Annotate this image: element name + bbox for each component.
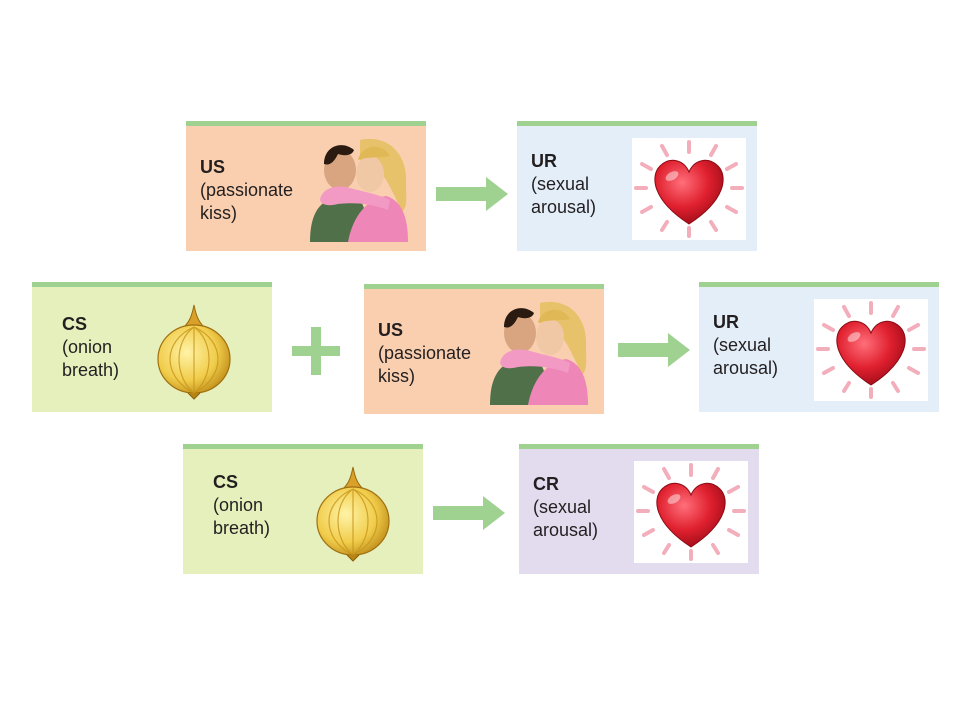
row2-ur-box: UR (sexual arousal)	[699, 282, 939, 412]
row2-us-term: US	[378, 320, 404, 340]
row1-ur-term: UR	[531, 151, 557, 171]
row1-heart-card	[632, 138, 746, 240]
row2-us-box: US (passionate kiss)	[364, 284, 604, 414]
row3-cr-box: CR (sexual arousal)	[519, 444, 759, 574]
row3-cr-term: CR	[533, 474, 559, 494]
row1-ur-box: UR (sexual arousal)	[517, 121, 757, 251]
row2-ur-term: UR	[713, 312, 739, 332]
row2-arrow-icon	[618, 333, 690, 367]
row3-cs-label: CS (onion breath)	[213, 471, 270, 540]
row1-arrow-icon	[436, 177, 508, 211]
row1-ur-label: UR (sexual arousal)	[531, 150, 596, 219]
row3-cr-label: CR (sexual arousal)	[533, 473, 598, 542]
row3-cr-line1: (sexual	[533, 497, 592, 517]
kissing-couple-icon	[488, 297, 592, 405]
row2-ur-line2: arousal)	[713, 358, 779, 378]
row2-cs-term: CS	[62, 314, 88, 334]
row3-cs-line1: (onion	[213, 495, 264, 515]
row3-cs-line2: breath)	[213, 518, 271, 538]
row3-cr-line2: arousal)	[533, 520, 599, 540]
row2-cs-label: CS (onion breath)	[62, 313, 119, 382]
heart-icon	[634, 461, 748, 563]
row1-us-line2: kiss)	[200, 203, 237, 223]
row3-cs-box: CS (onion breath)	[183, 444, 423, 574]
row2-ur-label: UR (sexual arousal)	[713, 311, 778, 380]
heart-icon	[632, 138, 746, 240]
row2-us-line1: (passionate	[378, 343, 472, 363]
heart-icon	[814, 299, 928, 401]
plus-icon	[292, 327, 340, 375]
row2-us-label: US (passionate kiss)	[378, 319, 471, 388]
onion-icon	[313, 463, 393, 563]
row3-arrow-icon	[433, 496, 505, 530]
row1-us-line1: (passionate	[200, 180, 294, 200]
row2-cs-box: CS (onion breath)	[32, 282, 272, 412]
row1-us-term: US	[200, 157, 226, 177]
row3-heart-card	[634, 461, 748, 563]
row3-cs-term: CS	[213, 472, 239, 492]
row2-us-line2: kiss)	[378, 366, 415, 386]
row2-cs-line1: (onion	[62, 337, 113, 357]
row1-us-box: US (passionate kiss)	[186, 121, 426, 251]
onion-icon	[154, 301, 234, 401]
row1-us-label: US (passionate kiss)	[200, 156, 293, 225]
row2-heart-card	[814, 299, 928, 401]
row2-ur-line1: (sexual	[713, 335, 772, 355]
kissing-couple-icon	[308, 134, 412, 242]
row2-cs-line2: breath)	[62, 360, 120, 380]
row1-ur-line1: (sexual	[531, 174, 590, 194]
row1-ur-line2: arousal)	[531, 197, 597, 217]
